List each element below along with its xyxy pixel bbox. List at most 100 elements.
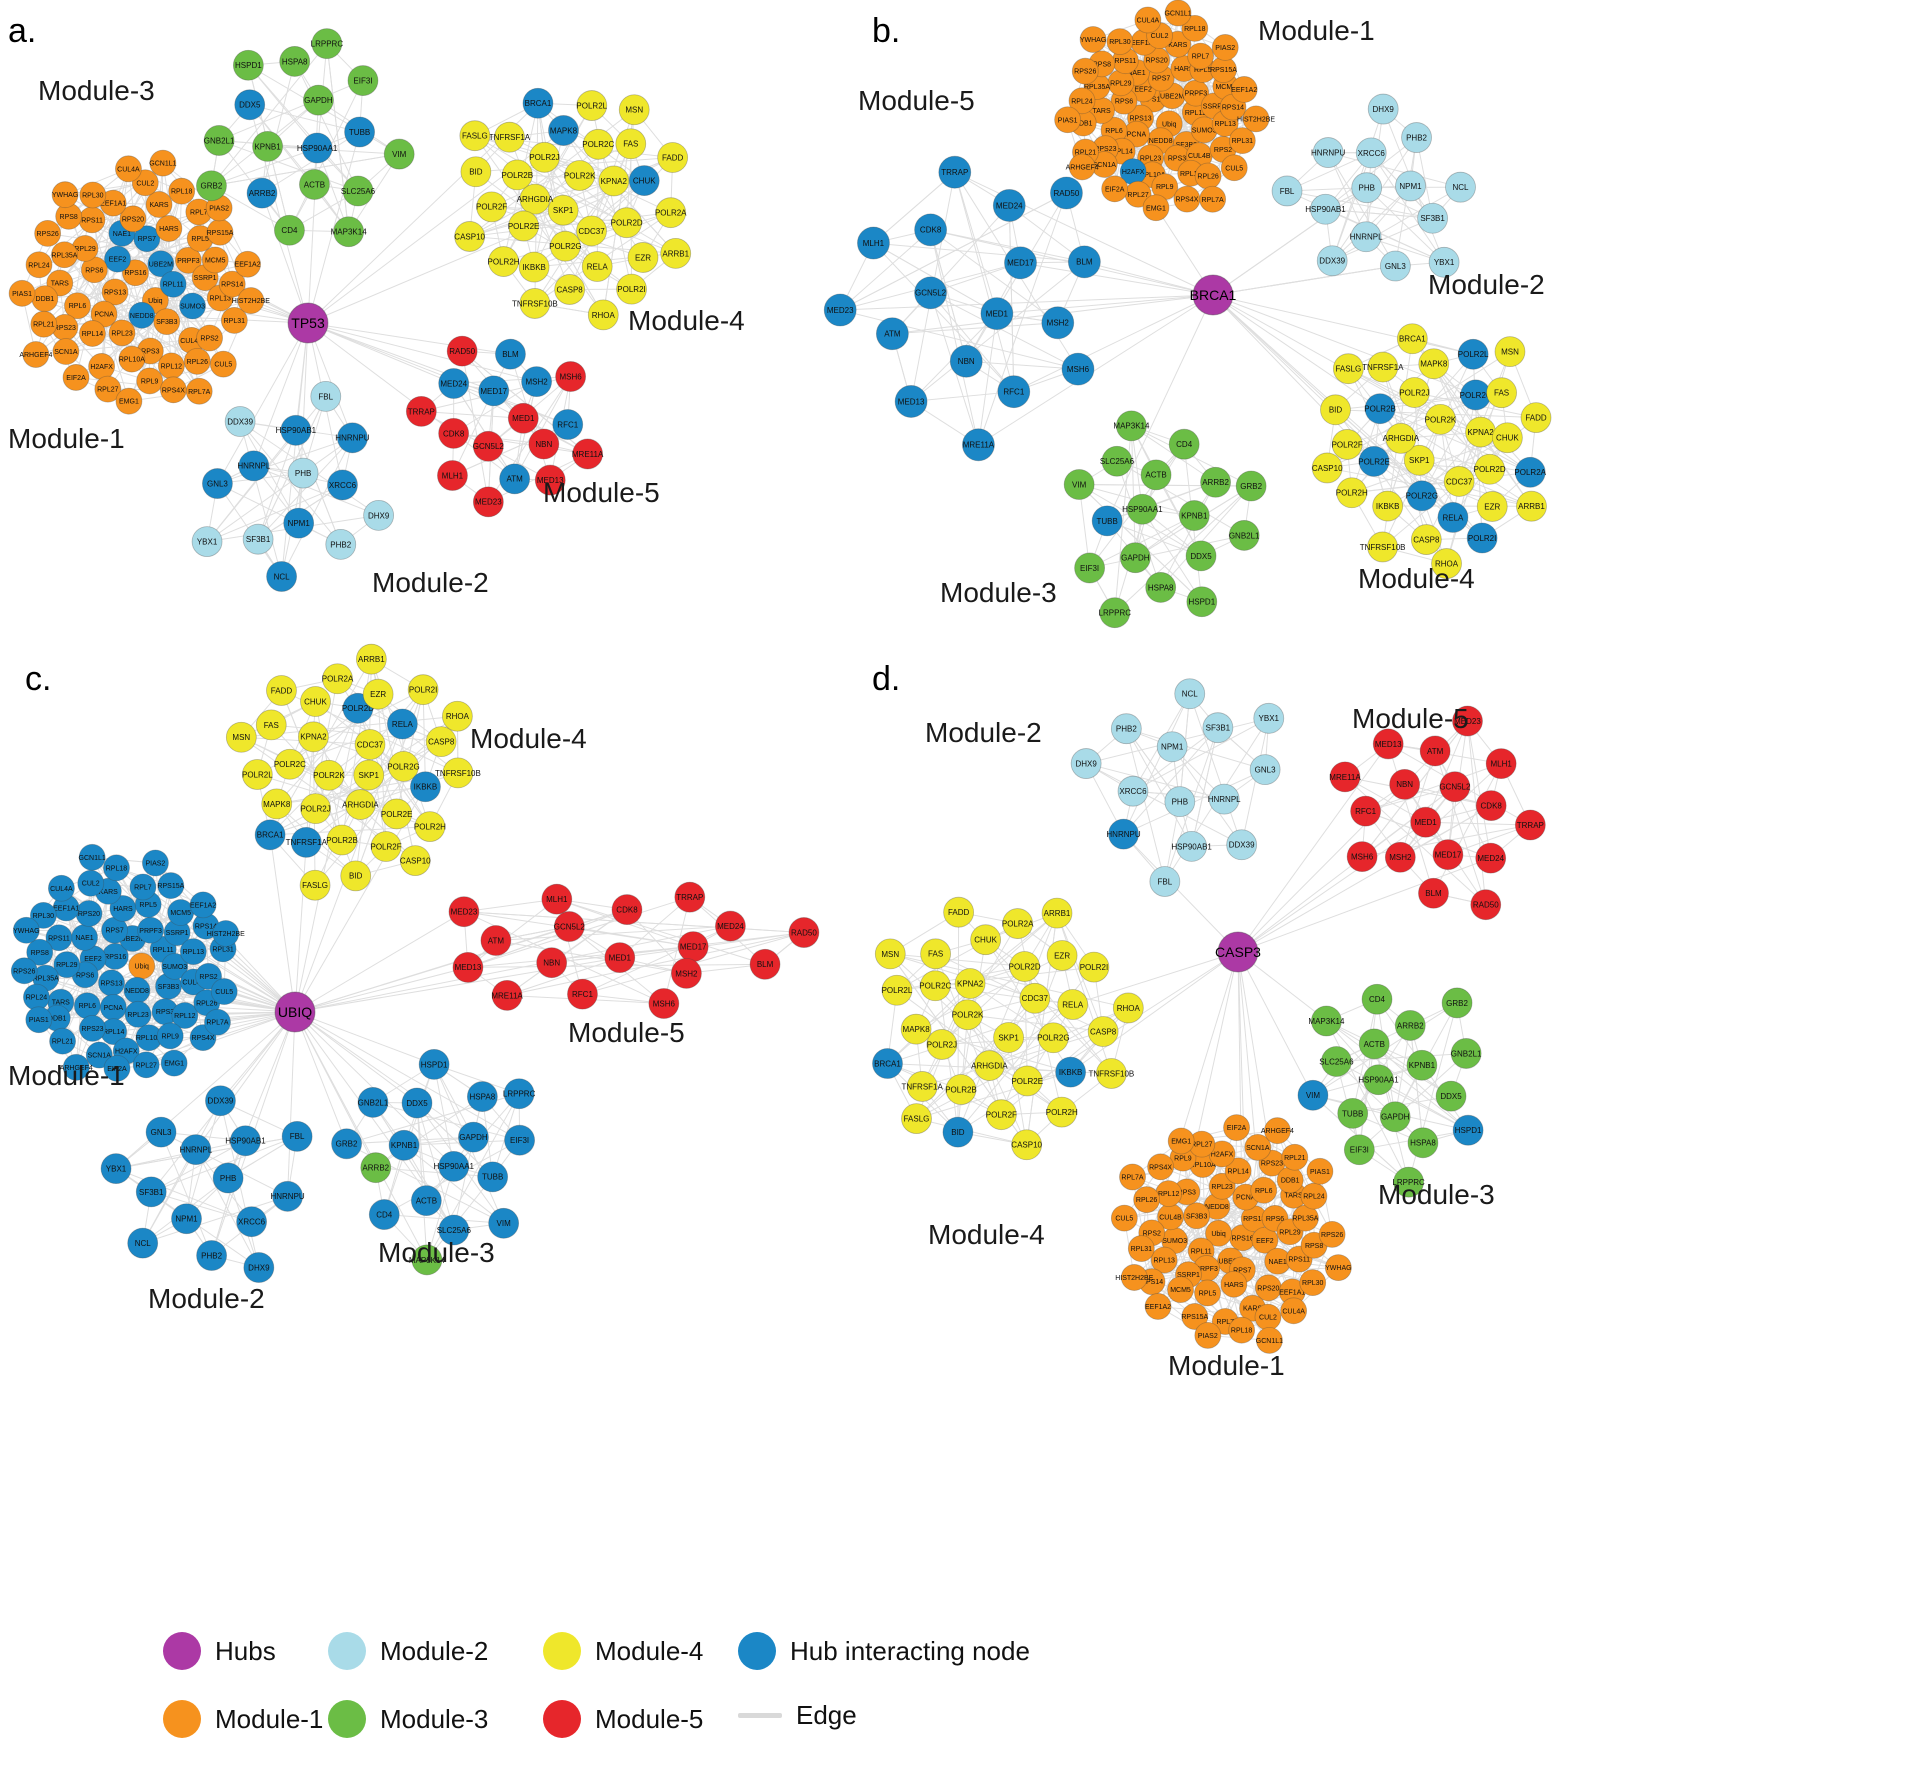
network-node: RPL27 — [132, 1051, 160, 1079]
node-label: MAP3K14 — [1308, 1017, 1345, 1026]
node-label: RPS16 — [1142, 97, 1164, 104]
node-label: ARRB2 — [1397, 1021, 1424, 1030]
node-label: CUL4B — [182, 980, 205, 987]
network-node: BID — [1320, 394, 1351, 426]
network-node: RFC1 — [567, 978, 598, 1010]
node-label: RPS2 — [1143, 1230, 1161, 1237]
network-node: NBN — [536, 947, 568, 979]
network-node: POLR2D — [1009, 951, 1041, 982]
network-node: RPL21 — [30, 310, 58, 338]
network-node: CHUK — [1491, 422, 1523, 454]
panel-ubiq: SKP1POLR2KCDC37ARHGDIAKPNA2POLR2GPOLR2JP… — [8, 643, 820, 1314]
node-label: MSH6 — [653, 999, 676, 1008]
network-node: ACTB — [410, 1185, 442, 1217]
node-label: CUL2 — [136, 180, 154, 187]
node-label: RPL10A — [119, 357, 145, 364]
network-node: PHB — [1164, 786, 1196, 818]
node-label: CHUK — [974, 936, 997, 945]
node-label: CDK8 — [616, 905, 638, 914]
node-label: XRCC6 — [238, 1218, 266, 1227]
network-node: KPNA2 — [1465, 416, 1496, 448]
network-node: EMG1 — [1142, 194, 1170, 222]
network-node: RPL24 — [25, 251, 53, 279]
node-label: GAPDH — [304, 96, 333, 105]
node-label: DDX5 — [1440, 1092, 1462, 1101]
network-node: BLM — [1067, 245, 1101, 279]
network-node: POLR2E — [1358, 445, 1390, 477]
network-node: EMG1 — [1167, 1127, 1195, 1155]
node-label: TNFRSF1A — [902, 1082, 944, 1091]
node-label: EZR — [1484, 502, 1500, 511]
node-label: KPNB1 — [254, 142, 281, 151]
node-label: Ubiq — [148, 298, 163, 305]
network-node: MED23 — [472, 486, 504, 518]
node-label: MAP3K14 — [331, 228, 368, 237]
node-label: FADD — [1525, 413, 1547, 422]
node-label: RPS16 — [104, 954, 126, 961]
node-label: RPL7 — [1192, 54, 1210, 61]
node-label: MED24 — [440, 379, 467, 388]
network-node: EMG1 — [160, 1049, 188, 1077]
node-label: VIM — [1306, 1091, 1321, 1100]
node-label: ACTB — [416, 1197, 437, 1206]
network-node: POLR2F — [370, 831, 402, 862]
node-label: POLR2E — [508, 222, 540, 231]
node-label: RFC1 — [1355, 807, 1376, 816]
node-label: Ubiq — [1211, 1231, 1226, 1238]
node-label: SF3B3 — [1186, 1213, 1208, 1220]
node-label: RPL29 — [1110, 80, 1132, 87]
node-label: RPS26 — [13, 968, 35, 975]
node-label: ACTB — [1145, 471, 1166, 480]
network-node: BLM — [749, 948, 781, 980]
network-node: RPS26 — [34, 220, 62, 247]
network-node: POLR2D — [1474, 453, 1506, 485]
network-node: POLR2F — [476, 191, 507, 223]
node-label: RPL13 — [210, 295, 232, 302]
node-label: ARRB1 — [662, 249, 689, 258]
node-label: FASLG — [462, 132, 488, 141]
node-label: CUL5 — [215, 989, 233, 996]
network-node: MAPK8 — [1418, 348, 1450, 380]
network-node: FAS — [615, 128, 647, 160]
node-label: CD4 — [1176, 440, 1193, 449]
network-node: GNB2L1 — [1450, 1038, 1482, 1069]
node-label: NPM1 — [288, 519, 311, 528]
network-node: ARHGEF4 — [1261, 1117, 1294, 1145]
node-label: FAS — [623, 140, 638, 149]
network-node: SCN1A — [85, 1041, 113, 1069]
network-node: MRE11A — [491, 979, 523, 1011]
module-label: Module-3 — [378, 1237, 495, 1268]
network-node: RELA — [1437, 502, 1469, 533]
node-label: MSH6 — [1351, 852, 1374, 861]
node-label: PHB2 — [1406, 133, 1427, 142]
network-node: EIF2A — [103, 1054, 131, 1082]
node-label: HNRNPU — [1106, 830, 1140, 839]
network-node: FAS — [920, 938, 952, 970]
node-label: RPL29 — [56, 962, 78, 969]
network-node: FADD — [266, 675, 297, 706]
node-label: EEF2 — [1256, 1238, 1274, 1245]
node-label: NEDD8 — [125, 988, 149, 995]
node-label: EIF2A — [107, 1066, 127, 1073]
network-node: HSPA8 — [466, 1081, 498, 1112]
network-node: RHOA — [1112, 992, 1144, 1024]
node-label: EEF2 — [1134, 86, 1152, 93]
node-label: DDX39 — [208, 1097, 234, 1106]
node-label: EZR — [635, 253, 651, 262]
network-node: RPL26 — [1194, 162, 1222, 190]
node-label: POLR2G — [1406, 492, 1438, 501]
network-node: MED1 — [980, 297, 1014, 331]
node-label: KPNA2 — [957, 979, 984, 988]
network-node: NBN — [1389, 768, 1421, 800]
node-label: RPS11 — [1115, 58, 1137, 65]
network-node: RPL30 — [29, 902, 57, 929]
network-node: POLR2C — [582, 128, 614, 160]
node-label: GNL3 — [1255, 765, 1276, 774]
node-label: RPL31 — [224, 318, 246, 325]
node-label: MRE11A — [491, 991, 523, 1000]
network-node: CASP8 — [554, 274, 586, 305]
node-label: CUL4A — [117, 166, 140, 173]
network-node: FADD — [657, 142, 689, 173]
node-label: SLC25A6 — [1319, 1057, 1354, 1066]
network-node: HNRNPU — [335, 422, 370, 454]
